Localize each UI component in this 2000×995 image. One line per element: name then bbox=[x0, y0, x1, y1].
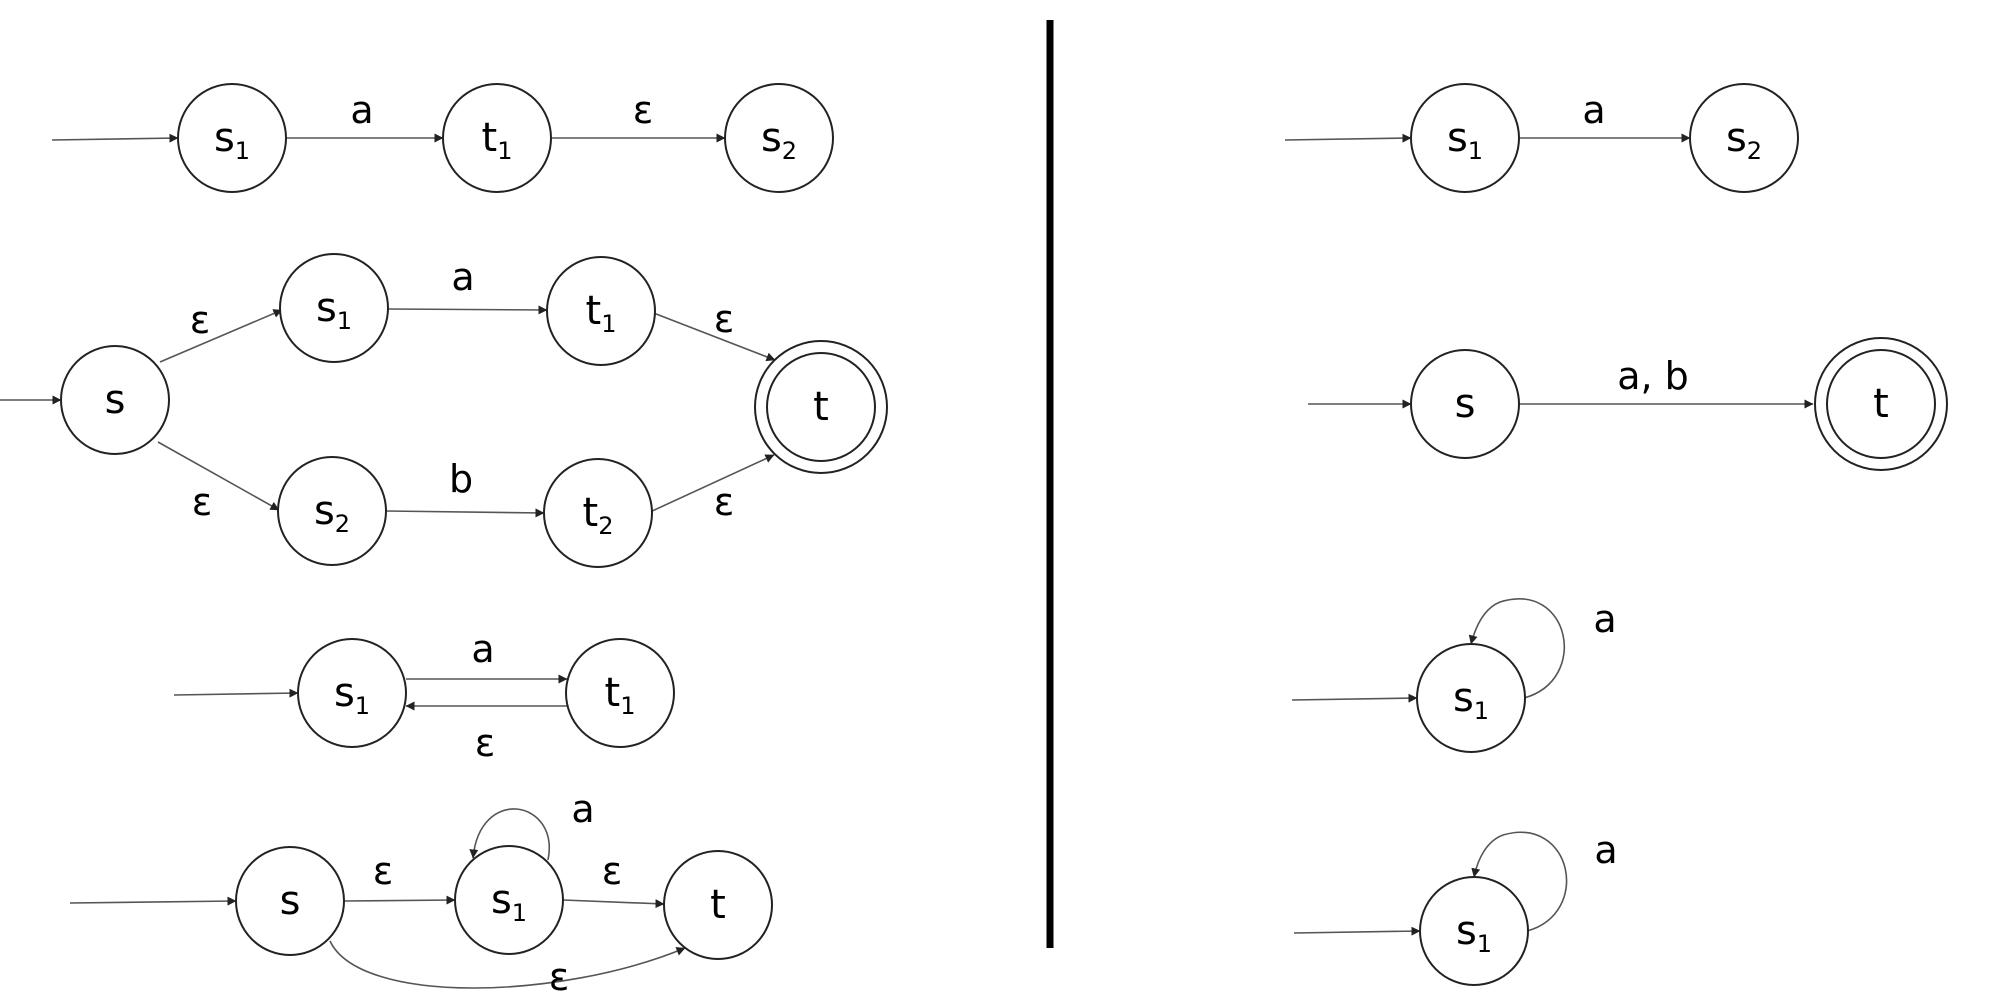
state-s1 bbox=[1416, 643, 1526, 753]
start-arrow bbox=[69, 896, 237, 906]
right-plus-automaton: s1 a bbox=[1291, 597, 1617, 753]
state-s1 bbox=[177, 83, 287, 193]
state-label-s1: s1 bbox=[1456, 908, 1492, 958]
left-union-automaton: s s1 t1 s2 t2 t ε a ε ε b ε bbox=[0, 253, 888, 568]
state-label-t: t bbox=[1873, 381, 1889, 427]
start-arrow bbox=[1284, 133, 1412, 143]
edge-s-t-bypass bbox=[329, 940, 686, 989]
start-arrow bbox=[1293, 926, 1421, 936]
state-label-t: t bbox=[813, 384, 829, 430]
state-label-t1: t1 bbox=[605, 670, 636, 720]
right-star-automaton: s1 a bbox=[1293, 828, 1618, 986]
state-t bbox=[663, 850, 773, 960]
edge-label-s1-t: ε bbox=[602, 849, 623, 893]
state-label-t1: t1 bbox=[586, 288, 617, 338]
edge-label-s1-s2: a bbox=[1582, 88, 1605, 132]
edge-label-t1-s1: ε bbox=[475, 721, 496, 765]
state-s1 bbox=[297, 638, 407, 748]
state-label-s2: s2 bbox=[314, 488, 350, 538]
edge-label-s1-t1: a bbox=[350, 88, 373, 132]
state-t2 bbox=[543, 458, 653, 568]
state-label-t2: t2 bbox=[583, 490, 614, 540]
state-label-s1: s1 bbox=[214, 115, 250, 165]
edge-label-t1-s2: ε bbox=[633, 88, 654, 132]
edge-s-s1 bbox=[342, 895, 456, 905]
state-label-t: t bbox=[710, 882, 726, 928]
edge-label-s-t: a, b bbox=[1617, 354, 1689, 398]
edge-label-bypass: ε bbox=[549, 955, 570, 995]
edge-label-s-s1: ε bbox=[373, 849, 394, 893]
edge-label-s2-t2: b bbox=[449, 457, 473, 501]
state-s1 bbox=[1410, 83, 1520, 193]
edge-t2-t bbox=[649, 454, 775, 513]
state-label-t1: t1 bbox=[482, 115, 513, 165]
edge-s1-s1-loop bbox=[469, 808, 551, 861]
edge-t1-t bbox=[650, 311, 776, 362]
edge-label-loop: a bbox=[1594, 828, 1617, 872]
state-s2 bbox=[277, 456, 387, 566]
right-concat-automaton: s1 s2 a bbox=[1284, 83, 1799, 193]
state-s2 bbox=[724, 83, 834, 193]
state-s1 bbox=[279, 253, 389, 363]
right-union-automaton: s t a, b bbox=[1308, 337, 1948, 471]
edge-s1-s1-loop bbox=[1471, 831, 1568, 932]
state-s1 bbox=[454, 845, 564, 955]
edge-label-s1-t1: a bbox=[471, 627, 494, 671]
state-t1 bbox=[442, 83, 552, 193]
state-label-s: s bbox=[1455, 381, 1476, 427]
state-s2 bbox=[1689, 83, 1799, 193]
start-arrow bbox=[51, 133, 179, 143]
state-label-s1: s1 bbox=[1447, 115, 1483, 165]
state-s1 bbox=[1419, 876, 1529, 986]
state-label-s: s bbox=[105, 377, 126, 423]
state-s bbox=[1410, 349, 1520, 459]
edge-s1-t1 bbox=[387, 305, 548, 315]
state-label-s1: s1 bbox=[491, 877, 527, 927]
start-arrow bbox=[173, 688, 299, 698]
state-t-accepting-inner bbox=[766, 352, 876, 462]
start-arrow bbox=[1291, 693, 1418, 703]
state-label-s1: s1 bbox=[334, 670, 370, 720]
edge-label-t1-t: ε bbox=[714, 297, 735, 341]
state-label-s1: s1 bbox=[316, 285, 352, 335]
edge-label-s-s1: ε bbox=[190, 298, 211, 342]
edge-s-s1 bbox=[159, 309, 283, 363]
state-t-accepting-inner bbox=[1826, 349, 1936, 459]
state-label-s: s bbox=[280, 878, 301, 924]
edge-label-loop: a bbox=[1593, 597, 1616, 641]
edge-label-s-s2: ε bbox=[192, 480, 213, 524]
edge-label-t2-t: ε bbox=[714, 480, 735, 524]
state-t1 bbox=[546, 256, 656, 366]
edge-s1-t bbox=[562, 899, 665, 909]
edge-s1-s1-loop bbox=[1468, 598, 1566, 699]
left-concat-automaton: s1 t1 s2 a ε bbox=[51, 83, 834, 193]
edge-label-s1-t1: a bbox=[451, 255, 474, 299]
edge-s-s2 bbox=[157, 441, 280, 511]
state-label-s1: s1 bbox=[1453, 675, 1489, 725]
state-s bbox=[60, 345, 170, 455]
edge-label-loop: a bbox=[571, 787, 594, 831]
left-star-automaton: s s1 t a ε ε ε bbox=[69, 787, 773, 995]
state-label-s2: s2 bbox=[1726, 115, 1762, 165]
state-label-s2: s2 bbox=[761, 115, 797, 165]
state-t1 bbox=[565, 638, 675, 748]
edge-s2-t2 bbox=[385, 508, 545, 518]
left-plus-automaton: s1 t1 a ε bbox=[173, 627, 675, 765]
state-s bbox=[235, 846, 345, 956]
